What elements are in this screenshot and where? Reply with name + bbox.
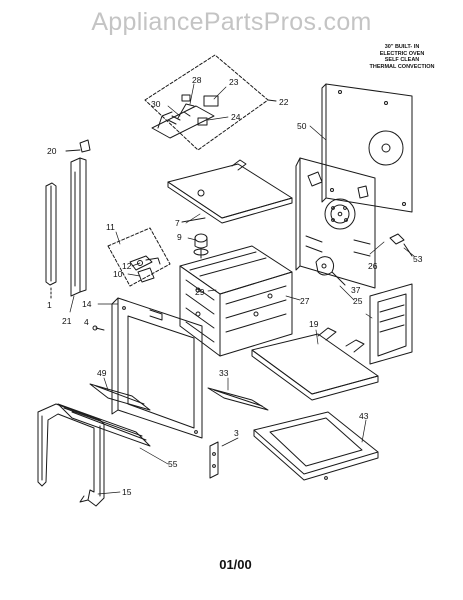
part-27-oven-cavity: [179, 245, 293, 357]
part-55-vent-strip: [57, 403, 151, 447]
callout-20: 20: [47, 146, 57, 156]
callout-28: 28: [192, 75, 202, 85]
callout-29: 29: [195, 287, 205, 297]
callout-50: 50: [297, 121, 307, 131]
part-15-door-gasket: [37, 403, 105, 507]
callout-23: 23: [229, 77, 239, 87]
leader-lines: [69, 83, 415, 495]
part-37-gasket: [315, 256, 346, 286]
part-53-bracket: [389, 233, 413, 257]
part-1-trim-strip: [45, 182, 57, 301]
part-21-side-rail: [70, 157, 87, 297]
callout-21: 21: [62, 316, 72, 326]
part-26-convection-panel: [295, 157, 376, 289]
callout-55: 55: [168, 459, 178, 469]
callout-24: 24: [231, 112, 241, 122]
callout-9: 9: [177, 232, 182, 242]
callout-49: 49: [97, 368, 107, 378]
callout-25: 25: [353, 296, 363, 306]
callout-12: 12: [122, 261, 132, 271]
callout-30: 30: [151, 99, 161, 109]
date-code: 01/00: [219, 557, 252, 572]
callout-11: 11: [106, 222, 115, 232]
part-19-bottom-panel: [251, 327, 379, 401]
watermark: AppliancePartsPros.com: [91, 8, 372, 36]
callout-19: 19: [309, 319, 319, 329]
part-20-clip: [65, 139, 91, 153]
model-note: 30" BUILT- IN ELECTRIC OVEN SELF CLEAN T…: [347, 44, 457, 70]
part-7-top-panel: [167, 159, 293, 224]
model-note-line-2: ELECTRIC OVEN: [379, 50, 425, 57]
callout-1: 1: [47, 300, 52, 310]
callout-14: 14: [82, 299, 92, 309]
part-14-front-frame: [111, 297, 203, 439]
callout-22: 22: [279, 97, 289, 107]
callout-3: 3: [234, 428, 239, 438]
part-9-convection-motor: [193, 233, 209, 259]
model-note-line-4: THERMAL CONVECTION: [369, 63, 435, 70]
callout-37: 37: [351, 285, 361, 295]
part-33-trim: [207, 387, 269, 411]
part-49-lower-trim: [89, 383, 151, 411]
callout-4: 4: [84, 317, 89, 327]
part-50-back-panel: [321, 83, 413, 213]
part-3-hinge: [209, 441, 219, 479]
part-22-control-assembly: [144, 54, 277, 151]
model-note-line-1: 30" BUILT- IN: [384, 44, 420, 50]
callout-7: 7: [175, 218, 180, 228]
callout-10: 10: [113, 269, 123, 279]
callout-27: 27: [300, 296, 310, 306]
callout-43: 43: [359, 411, 369, 421]
callout-labels: 28 23 30 24 22 50 20 7 9 11 12 10 29 27 …: [47, 75, 423, 497]
callout-33: 33: [219, 368, 229, 378]
part-25-side-panel: [369, 283, 413, 365]
callout-26: 26: [368, 261, 378, 271]
model-note-line-3: SELF CLEAN: [384, 57, 420, 64]
callout-15: 15: [122, 487, 132, 497]
part-4-screw: [92, 325, 105, 331]
part-11-latch-assembly: [107, 227, 171, 287]
part-43-bottom-pan: [253, 411, 379, 481]
callout-53: 53: [413, 254, 423, 264]
